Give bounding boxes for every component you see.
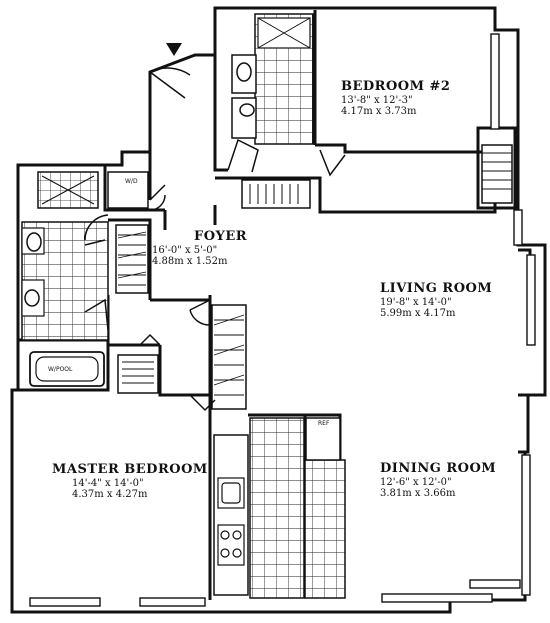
entry-door [149, 67, 191, 99]
door-arc [227, 138, 259, 173]
window [490, 33, 500, 130]
door-arc [84, 214, 109, 246]
window [469, 579, 521, 589]
room-dimensions-imperial: 16'-0" x 5'-0" [152, 244, 218, 256]
room-dimensions-imperial: 12'-6" x 12'-0" [380, 476, 452, 488]
sink-icon [239, 103, 255, 117]
room-dimensions-imperial: 19'-8" x 14'-0" [380, 296, 452, 308]
room-name: DINING ROOM [380, 461, 497, 476]
door-arc [189, 299, 211, 326]
room-dimensions-metric: 4.37m x 4.27m [72, 489, 148, 501]
room-label-foyer: FOYER 16'-0" x 5'-0" 4.88m x 1.52m [152, 229, 248, 268]
master-wall [158, 298, 342, 600]
window [139, 597, 206, 607]
burner-icon [220, 530, 230, 540]
sink-icon [24, 289, 40, 307]
room-dimensions-metric: 4.88m x 1.52m [152, 256, 228, 268]
door-arc [189, 394, 216, 412]
kitchen-sink-icon [221, 482, 241, 504]
toilet-icon [26, 232, 42, 252]
door-arc [319, 149, 346, 177]
bedroom2-wall [213, 8, 497, 214]
window [526, 254, 536, 346]
burner-icon [232, 548, 242, 558]
entry-arrow-icon [166, 43, 182, 56]
window [29, 597, 101, 607]
door-arc [139, 333, 161, 346]
burner-icon [232, 530, 242, 540]
window-jamb [476, 126, 532, 454]
room-dimensions-metric: 5.99m x 4.17m [380, 308, 456, 320]
room-dimensions-imperial: 14'-4" x 14'-0" [72, 477, 144, 489]
toilet-icon [236, 62, 252, 82]
tub-label: W/POOL [48, 366, 73, 373]
room-dimensions-imperial: 13'-8" x 12'-3" [341, 94, 413, 106]
burner-icon [220, 548, 230, 558]
room-name: LIVING ROOM [380, 281, 493, 296]
room-label-living: LIVING ROOM 19'-8" x 14'-0" 5.99m x 4.17… [380, 281, 493, 320]
room-label-bedroom2: BEDROOM #2 13'-8" x 12'-3" 4.17m x 3.73m [341, 79, 451, 118]
refrigerator-label: REF [318, 420, 330, 427]
room-label-dining: DINING ROOM 12'-6" x 12'-0" 3.81m x 3.66… [380, 461, 497, 500]
window [381, 593, 493, 603]
room-label-master: MASTER BEDROOM 14'-4" x 14'-0" 4.37m x 4… [52, 462, 208, 501]
window [513, 209, 523, 246]
room-name: BEDROOM #2 [341, 79, 451, 94]
exterior-wall [10, 6, 547, 614]
bathtub-icon [35, 356, 99, 382]
washer-dryer-label: W/D [125, 178, 138, 185]
room-dimensions-metric: 3.81m x 3.66m [380, 488, 456, 500]
door-arc [149, 184, 166, 211]
room-name: MASTER BEDROOM [52, 462, 208, 477]
room-dimensions-metric: 4.17m x 3.73m [341, 106, 417, 118]
room-name: FOYER [194, 229, 248, 244]
window [521, 454, 531, 596]
refrigerator-icon [305, 417, 341, 461]
door-arc [84, 298, 109, 331]
